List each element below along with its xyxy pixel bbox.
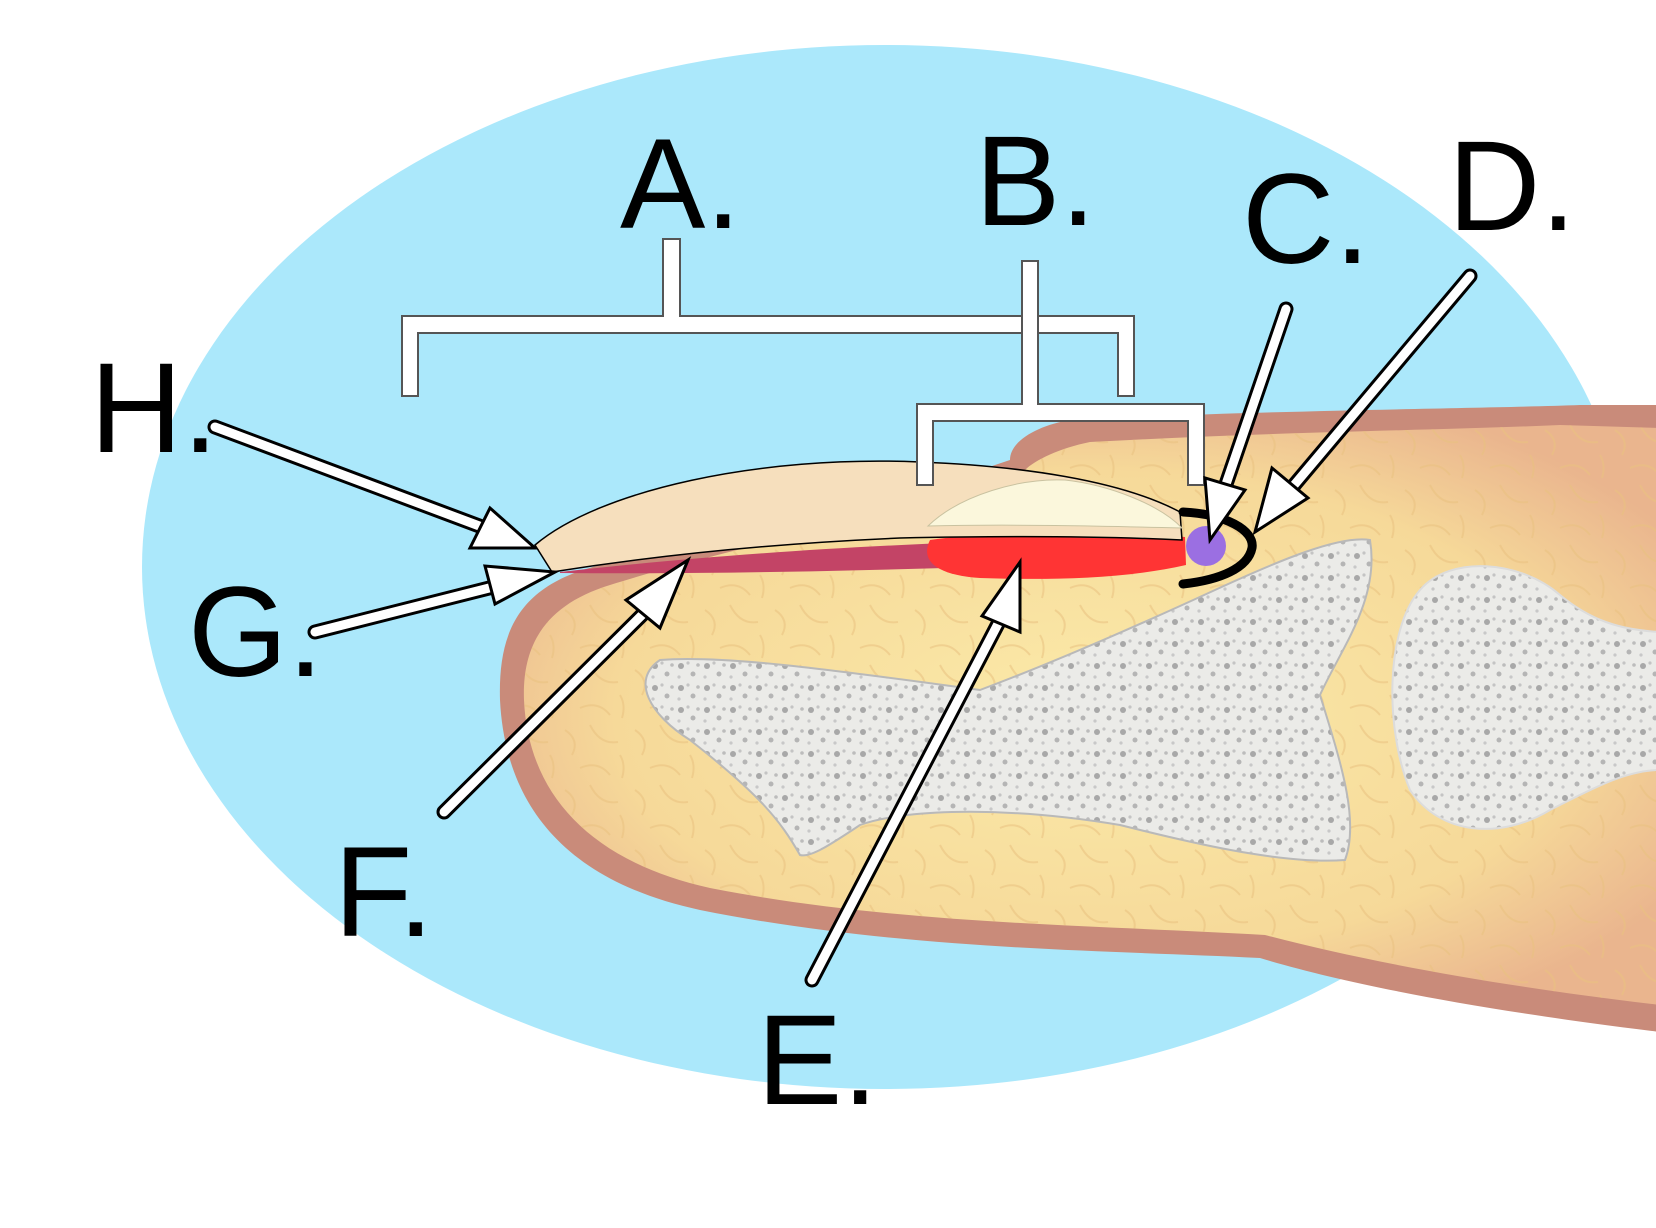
label-c: C. bbox=[1242, 148, 1370, 291]
lunula bbox=[926, 479, 1184, 529]
distal-phalanx-bone bbox=[644, 538, 1373, 862]
label-e: E. bbox=[757, 989, 878, 1132]
label-h: H. bbox=[90, 337, 218, 480]
label-d: D. bbox=[1448, 115, 1576, 258]
arrow-e bbox=[804, 557, 1022, 988]
label-f: F. bbox=[334, 821, 434, 964]
arrow-g bbox=[307, 564, 561, 640]
bracket-a bbox=[401, 238, 1135, 397]
label-a: A. bbox=[620, 113, 741, 256]
cuticle-dot bbox=[1186, 526, 1226, 566]
label-b: B. bbox=[975, 110, 1096, 253]
arrow-c bbox=[1203, 301, 1294, 545]
arrow-f bbox=[436, 556, 692, 820]
label-g: G. bbox=[188, 561, 323, 704]
bracket-b bbox=[916, 260, 1205, 486]
nail-matrix bbox=[927, 532, 1186, 579]
arrow-h bbox=[207, 419, 539, 550]
middle-phalanx-bone bbox=[1391, 565, 1656, 830]
arrow-d bbox=[1252, 268, 1478, 536]
